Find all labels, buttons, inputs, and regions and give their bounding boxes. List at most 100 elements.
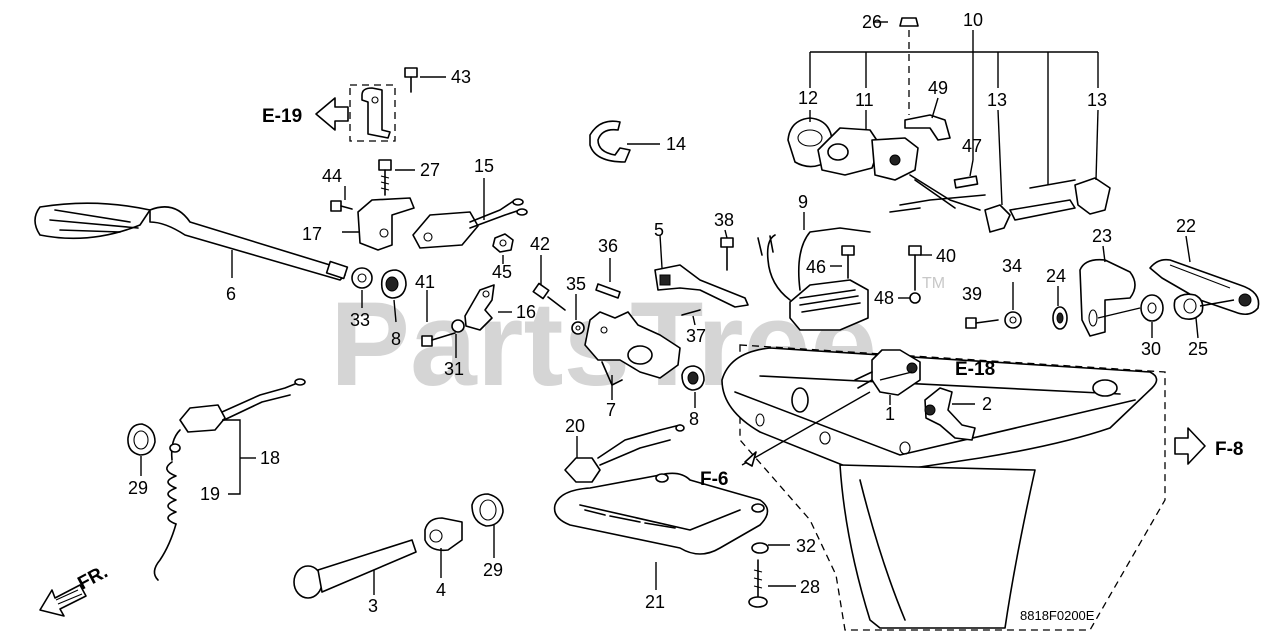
bolt-38 bbox=[720, 237, 734, 271]
callout-22: 22 bbox=[1176, 216, 1196, 236]
callout-16: 16 bbox=[516, 302, 536, 322]
callout-6: 6 bbox=[226, 284, 236, 304]
callout-48: 48 bbox=[874, 288, 894, 308]
fuse-47 bbox=[953, 175, 979, 189]
callout-10: 10 bbox=[963, 10, 983, 30]
switch-15 bbox=[412, 198, 528, 249]
bolt-43 bbox=[404, 67, 418, 93]
callout-45: 45 bbox=[492, 262, 512, 282]
pin-36 bbox=[595, 283, 621, 299]
bracket-22 bbox=[1149, 258, 1260, 316]
under-cover-outline bbox=[739, 344, 1166, 631]
callout-30: 30 bbox=[1141, 339, 1161, 359]
bolt-44 bbox=[330, 200, 353, 212]
nut-45 bbox=[492, 233, 514, 253]
callout-26: 26 bbox=[862, 12, 882, 32]
callout-leaders bbox=[140, 21, 1235, 595]
callout-37: 37 bbox=[686, 326, 706, 346]
front-direction-arrow bbox=[39, 584, 87, 617]
bolt-28 bbox=[748, 559, 768, 608]
clamp-14 bbox=[589, 120, 631, 163]
callout-42: 42 bbox=[530, 234, 550, 254]
e19-arrow bbox=[315, 97, 349, 131]
washer-30 bbox=[1140, 294, 1164, 322]
bolt-41 bbox=[421, 332, 456, 347]
callout-21: 21 bbox=[645, 592, 665, 612]
collar-25 bbox=[1173, 293, 1204, 320]
watermark-trademark: TM bbox=[922, 275, 945, 292]
washer-31 bbox=[451, 319, 465, 333]
callout-47: 47 bbox=[962, 136, 982, 156]
callout-49: 49 bbox=[928, 78, 948, 98]
bolt-39 bbox=[965, 317, 999, 329]
lever-16 bbox=[464, 284, 495, 331]
callout-14: 14 bbox=[666, 134, 686, 154]
switch-1 bbox=[854, 349, 921, 396]
callout-43: 43 bbox=[451, 67, 471, 87]
collar-24 bbox=[1052, 306, 1068, 330]
pin-37 bbox=[681, 309, 701, 316]
f8-arrow bbox=[1174, 427, 1206, 465]
callout-34: 34 bbox=[1002, 256, 1022, 276]
callout-8-lower: 8 bbox=[689, 409, 699, 429]
callout-27: 27 bbox=[420, 160, 440, 180]
bolt-27 bbox=[378, 159, 392, 196]
ref-f6: F-6 bbox=[700, 469, 729, 490]
callout-38: 38 bbox=[714, 210, 734, 230]
callout-23: 23 bbox=[1092, 226, 1112, 246]
washer-35 bbox=[571, 321, 585, 335]
nut-29-lower bbox=[471, 493, 504, 527]
callout-19: 19 bbox=[200, 484, 220, 504]
callout-41: 41 bbox=[415, 272, 435, 292]
holder-11 bbox=[817, 127, 919, 181]
callout-13-left: 13 bbox=[987, 90, 1007, 110]
washer-33 bbox=[351, 267, 373, 289]
callout-28: 28 bbox=[800, 577, 820, 597]
callout-13-right: 13 bbox=[1087, 90, 1107, 110]
callout-18: 18 bbox=[260, 448, 280, 468]
cable-20 bbox=[564, 424, 685, 483]
callout-8: 8 bbox=[391, 329, 401, 349]
callout-15: 15 bbox=[474, 156, 494, 176]
bracket-17 bbox=[357, 197, 415, 251]
callout-29-upper: 29 bbox=[128, 478, 148, 498]
callout-12: 12 bbox=[798, 88, 818, 108]
bracket-23 bbox=[1079, 258, 1136, 337]
callout-1: 1 bbox=[885, 404, 895, 424]
knob-3 bbox=[293, 539, 417, 599]
callout-20: 20 bbox=[565, 416, 585, 436]
clip-49 bbox=[904, 114, 951, 141]
bracket-5 bbox=[654, 264, 749, 308]
ref-f8: F-8 bbox=[1215, 439, 1244, 460]
callout-7: 7 bbox=[606, 400, 616, 420]
bracket-43-dashed bbox=[349, 84, 396, 142]
callout-39: 39 bbox=[962, 284, 982, 304]
plug-4 bbox=[424, 517, 463, 552]
handle-21 bbox=[553, 472, 769, 555]
f6-leader bbox=[741, 391, 871, 467]
callout-5: 5 bbox=[654, 220, 664, 240]
nut-29-upper bbox=[127, 423, 156, 456]
callout-29-lower: 29 bbox=[483, 560, 503, 580]
washer-48 bbox=[909, 292, 921, 304]
ref-e19: E-19 bbox=[262, 106, 302, 127]
lanyard-19 bbox=[153, 429, 181, 581]
collar-8-lower bbox=[681, 365, 705, 391]
washer-34 bbox=[1004, 311, 1022, 329]
callout-40: 40 bbox=[936, 246, 956, 266]
callout-4: 4 bbox=[436, 580, 446, 600]
callout-35: 35 bbox=[566, 274, 586, 294]
rectifier-9 bbox=[757, 227, 871, 331]
callout-11: 11 bbox=[855, 90, 874, 110]
callout-33: 33 bbox=[350, 310, 370, 330]
lever-2 bbox=[924, 387, 976, 441]
callout-31: 31 bbox=[444, 359, 464, 379]
bolt-46 bbox=[841, 245, 855, 279]
bolt-40 bbox=[908, 245, 922, 291]
callout-24: 24 bbox=[1046, 266, 1066, 286]
e18-leader bbox=[879, 371, 913, 381]
emergency-switch-18 bbox=[179, 378, 306, 433]
washer-32 bbox=[751, 542, 769, 554]
callout-17: 17 bbox=[302, 224, 322, 244]
